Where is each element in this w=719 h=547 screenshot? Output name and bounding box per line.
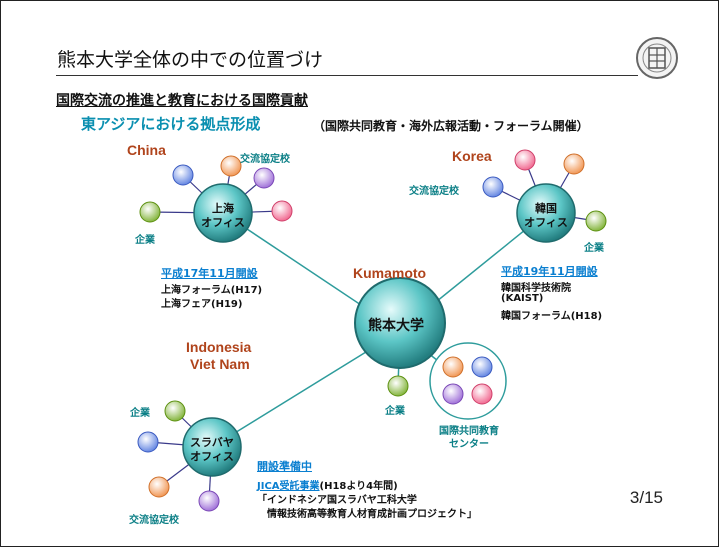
enterprise-node <box>164 400 186 422</box>
partner-school-node <box>172 164 194 186</box>
shanghai-opened-link[interactable]: 平成17年11月開設 <box>161 267 258 280</box>
enterprise-node <box>387 375 409 397</box>
partner-school-node <box>563 153 585 175</box>
shanghai-note-1: 上海フォーラム(H17) <box>161 285 263 296</box>
project-title-1: 「インドネシア国スラバヤ工科大学 <box>257 495 417 506</box>
region-label-kumamoto: Kumamoto <box>353 265 427 281</box>
region-label-china: China <box>127 142 166 158</box>
korea-office-hub <box>516 183 576 243</box>
enterprise-node <box>139 201 161 223</box>
enterprise-label: 企業 <box>130 408 150 419</box>
korea-note-3: 韓国フォーラム(H18) <box>501 311 603 322</box>
partner-school-label: 交流協定校 <box>409 186 459 197</box>
education-center-circle <box>429 342 507 420</box>
region-label-korea: Korea <box>452 148 492 164</box>
shanghai-note-2: 上海フェア(H19) <box>161 299 243 310</box>
partner-school-node <box>514 149 536 171</box>
center-member-node <box>442 356 464 378</box>
korea-hub-label-2: オフィス <box>524 216 568 229</box>
kumamoto-university-hub <box>354 277 446 369</box>
shanghai-hub-label-1: 上海 <box>212 202 234 215</box>
center-member-node <box>471 383 493 405</box>
partner-school-label: 交流協定校 <box>129 515 179 526</box>
section-title: 東アジアにおける拠点形成 <box>81 115 261 133</box>
enterprise-label: 企業 <box>385 406 405 417</box>
partner-school-node <box>148 476 170 498</box>
slide-title: 熊本大学全体の中での位置づけ <box>57 49 324 71</box>
shanghai-hub-label-2: オフィス <box>201 216 245 229</box>
korea-note-1: 韓国科学技術院 <box>501 283 571 294</box>
page-number: 3/15 <box>629 488 663 507</box>
partner-school-node <box>220 155 242 177</box>
subheading: 国際交流の推進と教育における国際貢献 <box>56 93 308 109</box>
partner-school-node <box>253 167 275 189</box>
region-label-vietnam: Viet Nam <box>190 356 250 372</box>
shanghai-office-hub <box>193 183 253 243</box>
korea-opened-link[interactable]: 平成19年11月開設 <box>501 265 598 278</box>
partner-school-node <box>271 200 293 222</box>
jica-link[interactable]: JICA受託事業 <box>257 481 320 492</box>
enterprise-label: 企業 <box>135 235 155 246</box>
jica-label: JICA受託事業(H18より4年間) <box>257 477 398 492</box>
university-seal-logo <box>636 37 678 79</box>
surabaya-hub-label-2: オフィス <box>190 450 234 463</box>
surabaya-status-link[interactable]: 開設準備中 <box>257 460 312 473</box>
title-divider <box>56 75 638 76</box>
education-center-label-2: センター <box>449 439 489 450</box>
korea-note-2: (KAIST) <box>501 293 544 304</box>
project-title-2: 情報技術高等教育人材育成計画プロジェクト」 <box>267 509 477 520</box>
partner-school-label: 交流協定校 <box>240 154 290 165</box>
korea-hub-label-1: 韓国 <box>535 202 557 215</box>
region-label-indonesia: Indonesia <box>186 339 252 355</box>
education-center-label-1: 国際共同教育 <box>439 426 499 437</box>
surabaya-office-hub <box>182 417 242 477</box>
enterprise-label: 企業 <box>584 243 604 254</box>
jica-period: (H18より4年間) <box>319 481 398 492</box>
enterprise-node <box>585 210 607 232</box>
center-member-node <box>471 356 493 378</box>
kumamoto-hub-label: 熊本大学 <box>368 318 424 334</box>
surabaya-hub-label-1: スラバヤ <box>190 436 234 449</box>
partner-school-node <box>198 490 220 512</box>
center-member-node <box>442 383 464 405</box>
partner-school-node <box>137 431 159 453</box>
section-note: （国際共同教育・海外広報活動・フォーラム開催） <box>313 119 589 133</box>
partner-school-node <box>482 176 504 198</box>
